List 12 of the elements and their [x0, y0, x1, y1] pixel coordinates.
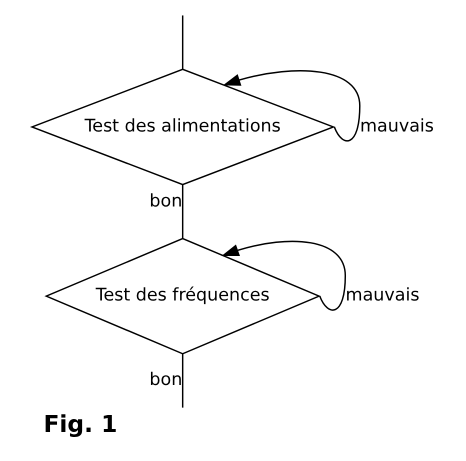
edge-label: mauvais [346, 286, 420, 306]
connector [182, 15, 184, 70]
connector [182, 354, 184, 408]
arrow [222, 70, 360, 142]
caption: Fig. 1 [44, 410, 118, 438]
edge-label: bon [149, 370, 182, 390]
connector [182, 184, 184, 238]
edge-label: mauvais [360, 116, 434, 136]
node-diamond: Test des alimentations [30, 68, 336, 186]
node-diamond: Test des fréquences [44, 238, 321, 355]
arrow [221, 240, 346, 311]
edge-label: bon [149, 192, 182, 212]
